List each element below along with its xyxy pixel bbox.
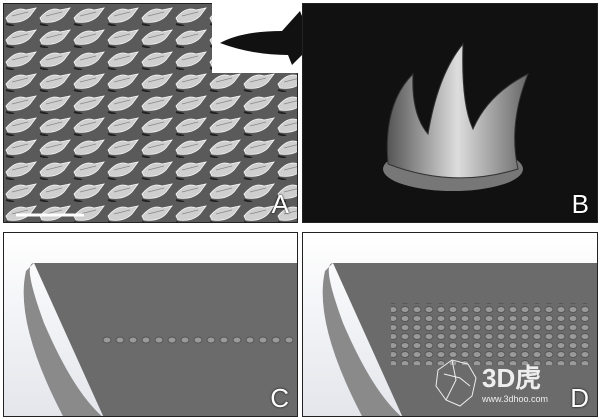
surface-single-row-render [23,263,297,416]
panel-c-single-row: C [3,232,298,417]
panel-d-array: D [302,232,598,417]
watermark-url: www.3dhoo.com [482,394,549,404]
surface-denticle-array-render [322,263,597,416]
panel-label: B [571,189,589,219]
panel-label: D [570,383,589,413]
panel-label: A [271,189,289,219]
panel-b-denticle-model: B [302,3,598,223]
watermark-brand: 3D虎 [482,363,542,393]
watermark-logo: 3D虎 www.3dhoo.com [432,356,582,412]
panel-label: C [270,383,289,413]
denticle-3d-model [383,42,529,191]
tiger-head-icon [435,359,477,407]
